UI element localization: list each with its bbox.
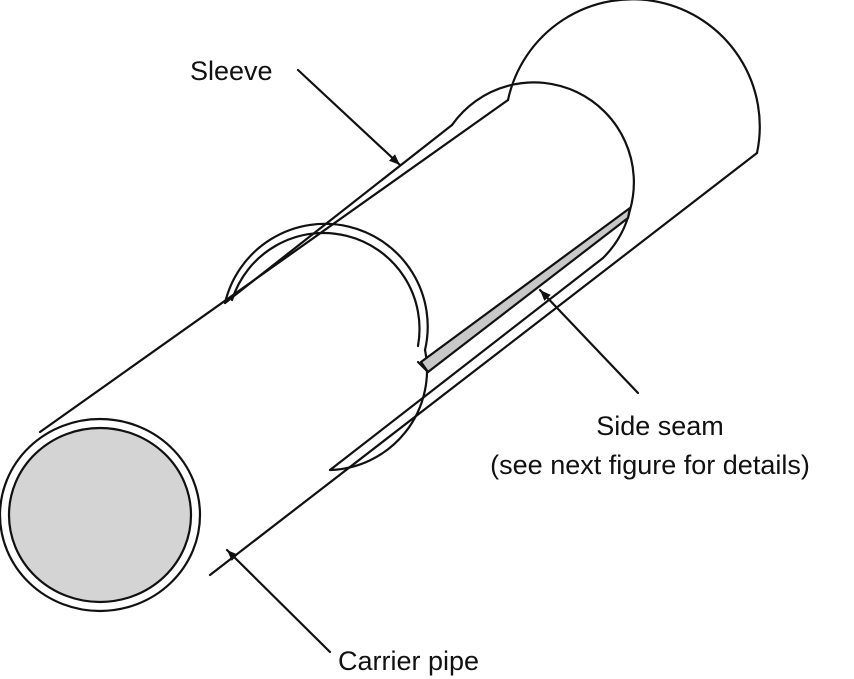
sleeve-left-edge — [223, 222, 429, 352]
carrier-pipe-leader — [225, 548, 332, 654]
side-seam-leader — [538, 288, 640, 395]
carrier-pipe-label: Carrier pipe — [338, 646, 479, 676]
carrier-pipe-near-end — [0, 417, 202, 613]
side-seam-end — [416, 360, 430, 374]
side-seam-label: Side seam — [596, 411, 724, 441]
carrier-pipe-far-end — [506, 0, 761, 155]
sleeve-body — [223, 123, 605, 472]
sleeve-leader — [296, 68, 402, 167]
side-seam-strip — [419, 206, 632, 374]
sleeve-label: Sleeve — [190, 56, 273, 86]
carrier-pipe-body — [38, 98, 759, 577]
sleeve-left-edge-inner — [230, 231, 421, 348]
side-seam-note: (see next figure for details) — [490, 450, 810, 480]
